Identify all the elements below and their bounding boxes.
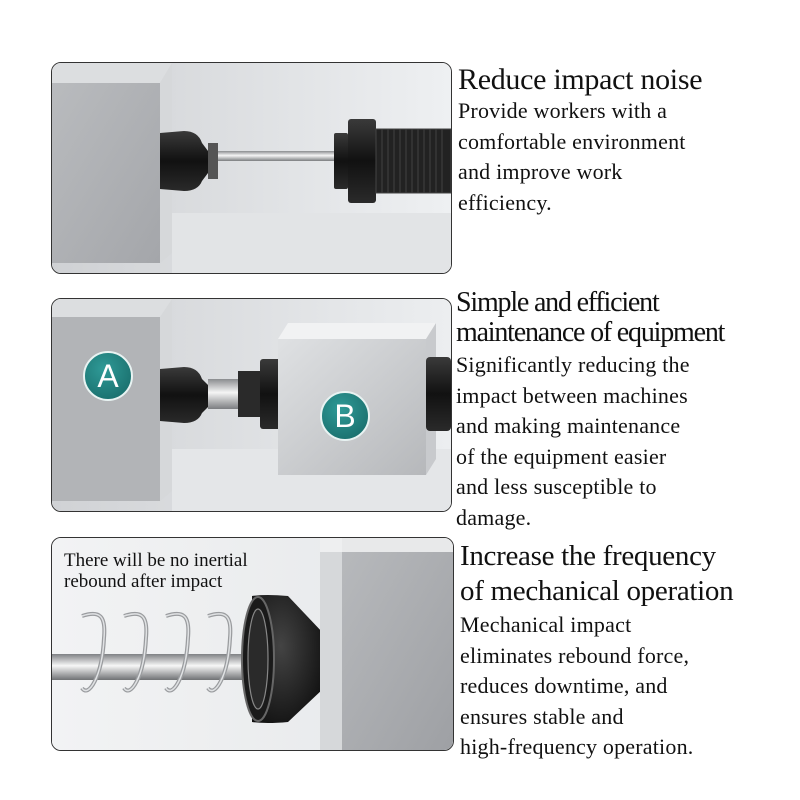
shock-absorber-rod-illustration (52, 63, 451, 273)
section-body-line: impact between machines (456, 382, 688, 408)
section-body-line: and improve work (458, 159, 623, 184)
section-body-line: Provide workers with a (458, 98, 668, 123)
section-maintenance-text: Simple and efficient maintenance of equi… (456, 288, 800, 533)
caption-line: rebound after impact (64, 571, 223, 592)
badge-a-label: A (97, 358, 119, 394)
badge-a: A (83, 351, 133, 401)
badge-b-label: B (334, 398, 356, 434)
section-title-line: maintenance of equipment (456, 317, 725, 348)
section-body-line: comfortable environment (458, 128, 686, 154)
section-frequency-text: Increase the frequency of mechanical ope… (460, 539, 800, 763)
shock-absorber-block-illustration (52, 299, 451, 511)
section-body-line: efficiency. (458, 189, 552, 215)
caption-line: There will be no inertial (64, 550, 248, 571)
section-body-line: Significantly reducing the (456, 352, 690, 377)
section-body-line: eliminates rebound force, (460, 642, 690, 668)
section-body-line: damage. (456, 504, 532, 530)
section-body-line: of the equipment easier (456, 443, 667, 469)
badge-b: B (320, 391, 370, 441)
image-panel-noise (51, 62, 452, 274)
spring-bumper-illustration (52, 538, 453, 750)
section-body-line: and less susceptible to (456, 474, 657, 499)
section-body-line: Mechanical impact (460, 612, 632, 637)
section-title-line: Increase the frequency (460, 540, 716, 572)
section-noise-text: Reduce impact noise Provide workers with… (458, 64, 798, 218)
section-body-line: reduces downtime, and (460, 673, 668, 698)
impact-caption: There will be no inertial rebound after … (64, 550, 248, 592)
image-panel-maintenance: A B (51, 298, 452, 512)
section-title: Reduce impact noise (458, 63, 703, 96)
section-body-line: and making maintenance (456, 413, 681, 438)
section-body-line: high-frequency operation. (460, 734, 694, 759)
image-panel-frequency: There will be no inertial rebound after … (51, 537, 454, 751)
section-title-line: Simple and efficient (456, 287, 660, 318)
section-title-line: of mechanical operation (460, 575, 734, 607)
section-body-line: ensures stable and (460, 703, 624, 729)
